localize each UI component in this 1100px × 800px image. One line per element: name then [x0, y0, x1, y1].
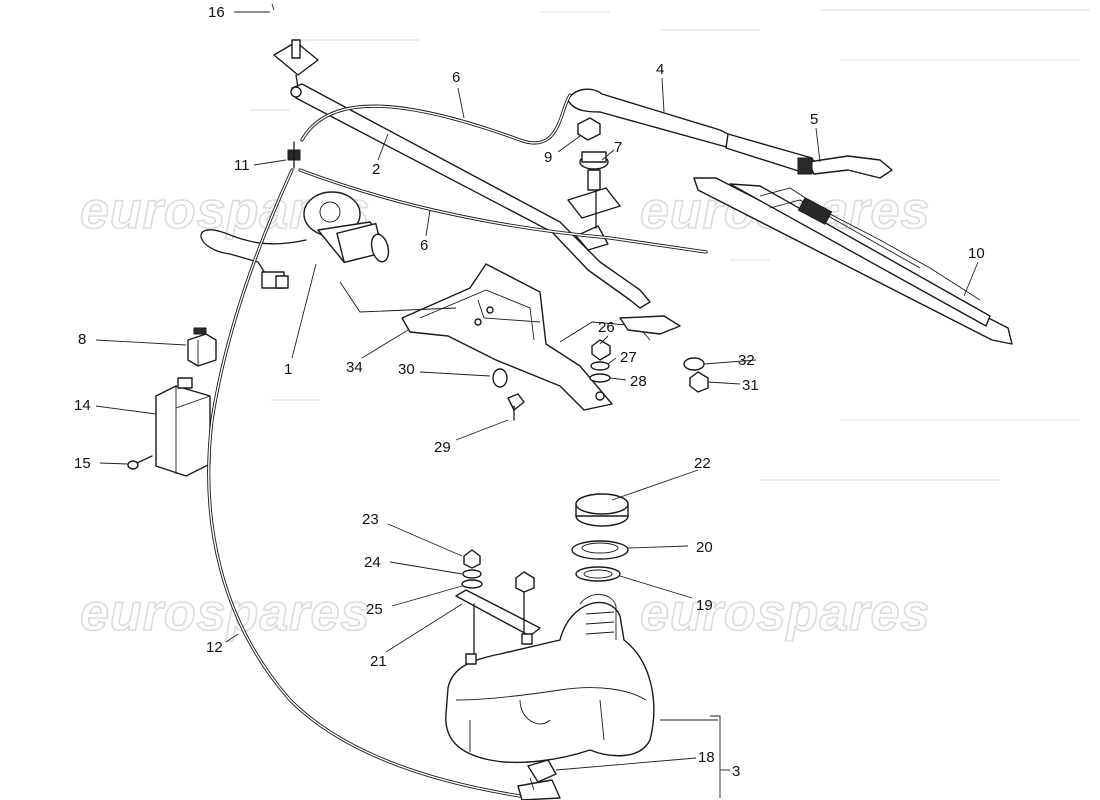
washer-reservoir: [445, 594, 655, 764]
pivot-bracket: [273, 39, 319, 89]
callout-5: 5: [810, 111, 818, 128]
control-unit: [155, 377, 211, 477]
nut-and-washer: [683, 357, 709, 393]
washer-hose-upper: [300, 93, 572, 145]
callout-15: 15: [74, 455, 91, 472]
screw: [127, 455, 153, 470]
callout-11: 11: [234, 157, 250, 174]
watermark: eurospares: [640, 584, 930, 642]
bracket-fixings-left: [492, 368, 525, 421]
bracket-fixings-right: [589, 315, 681, 383]
hose-t-connector: [287, 141, 301, 169]
callout-23: 23: [362, 511, 379, 528]
relay-small: [187, 327, 217, 367]
callout-3: 3: [732, 763, 740, 780]
washer-tube-long: [207, 168, 522, 798]
callout-14: 14: [74, 397, 91, 414]
reservoir-nut-stack: [461, 549, 483, 589]
callout-6: 6: [452, 69, 460, 86]
callout-21: 21: [370, 653, 387, 670]
motor-mounting-bracket: [339, 263, 651, 411]
callout-30: 30: [398, 361, 415, 378]
callout-4: 4: [656, 61, 664, 78]
callout-6: 6: [420, 237, 428, 254]
wiper-arm: [567, 88, 893, 179]
callout-22: 22: [694, 455, 711, 472]
callout-7: 7: [614, 139, 622, 156]
watermark: eurospares: [80, 584, 370, 642]
callout-32: 32: [738, 352, 755, 369]
callout-29: 29: [434, 439, 451, 456]
callout-2: 2: [372, 161, 380, 178]
callout-1: 1: [284, 361, 292, 378]
reservoir-bracket: [455, 571, 541, 665]
callout-10: 10: [968, 245, 985, 262]
callout-labels: 16 6 4 5 2 9 7 11 6 10 1 8 26 27 28 32 3…: [74, 4, 985, 780]
callout-leaders: [95, 3, 979, 798]
callout-12: 12: [206, 639, 223, 656]
callout-27: 27: [620, 349, 637, 366]
washer-hose-lower: [298, 168, 708, 254]
callout-28: 28: [630, 373, 647, 390]
callout-25: 25: [366, 601, 383, 618]
wiper-blade: [693, 177, 1013, 345]
callout-26: 26: [598, 319, 615, 336]
washer-pump: [517, 759, 561, 800]
callout-31: 31: [742, 377, 759, 394]
callout-16: 16: [208, 4, 225, 21]
callout-20: 20: [696, 539, 713, 556]
callout-34: 34: [346, 359, 363, 376]
reservoir-filler-cap: [571, 493, 629, 582]
callout-18: 18: [698, 749, 715, 766]
callout-24: 24: [364, 554, 381, 571]
callout-9: 9: [544, 149, 552, 166]
callout-8: 8: [78, 331, 86, 348]
spindle-assembly: [567, 117, 621, 229]
background-text-ghost: [250, 9, 1090, 481]
wiper-motor: [200, 191, 390, 289]
callout-19: 19: [696, 597, 713, 614]
wiper-linkage-rod: [290, 83, 651, 309]
